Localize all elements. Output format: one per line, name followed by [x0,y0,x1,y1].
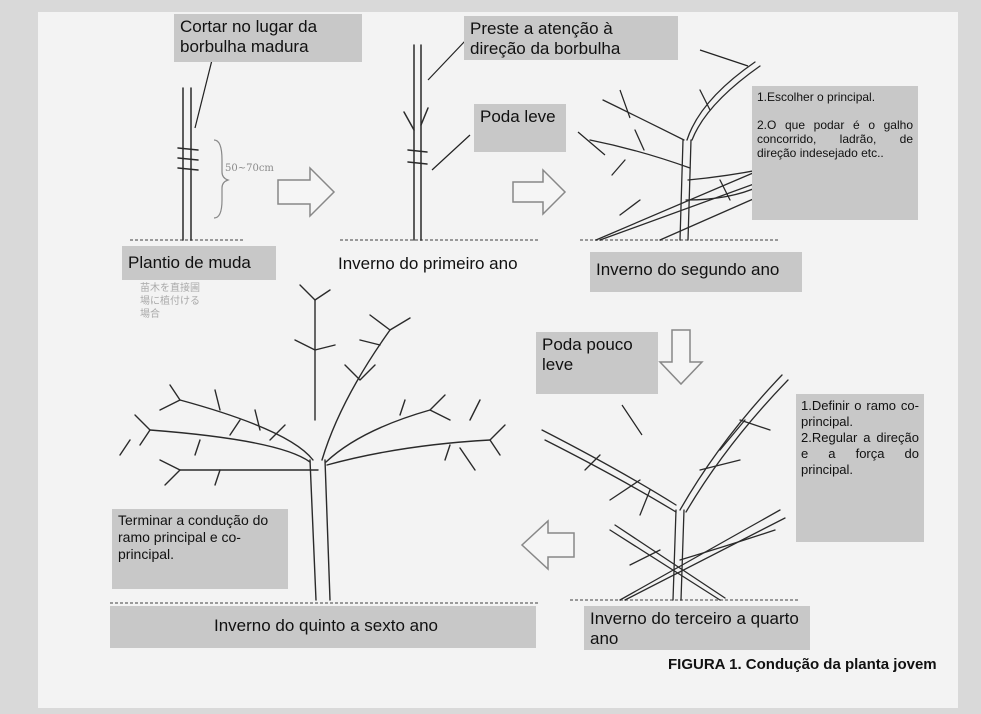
note-second-year: 1.Escolher o principal. 2.O que podar é … [752,86,918,220]
first-winter-drawing [404,45,428,240]
label-cut-at-mature-bud: Cortar no lugar da borbulha madura [174,14,362,62]
label-little-pruning: Poda pouco leve [536,332,658,394]
pointer-arrow [622,405,642,435]
second-winter-drawing [590,62,768,240]
note-line: 2.O que podar é o galho concorrido, ladr… [757,118,913,160]
label-finish-training: Terminar a condução do ramo principal e … [112,509,288,589]
pointer-arrow [578,132,605,155]
stage-label-planting: Plantio de muda [122,246,276,280]
transition-arrow-left [522,521,574,569]
pointer-arrow [620,90,630,118]
transition-arrow-right [513,170,565,214]
pointer-arrow [700,50,748,66]
stage-label-second-winter: Inverno do segundo ano [590,252,802,292]
seedling-drawing [178,88,198,240]
japanese-note: 苗木を直接圃 場に植付ける 場合 [140,282,240,321]
third-winter-drawing [542,375,788,600]
pointer-arrow [428,40,466,80]
transition-arrow-right [278,168,334,216]
pointer-arrow [432,135,470,170]
note-third-year: 1.Definir o ramo co-principal. 2.Regular… [796,394,924,542]
stage-label-first-winter: Inverno do primeiro ano [332,250,552,278]
figure-caption: FIGURA 1. Condução da planta jovem [668,655,938,675]
note-line: 2.Regular a direção e a força do princip… [801,430,919,478]
label-light-pruning: Poda leve [474,104,566,152]
pointer-arrow [195,60,212,128]
note-line: 1.Definir o ramo co-principal. [801,398,919,430]
measurement-label: 50~70cm [225,163,274,174]
size-brace [214,140,228,218]
stage-label-fifth-winter: Inverno do quinto a sexto ano [110,606,536,648]
stage-label-third-winter: Inverno do terceiro a quarto ano [584,606,810,650]
note-line: 1.Escolher o principal. [757,90,913,104]
label-bud-direction: Preste a atenção à direção da borbulha [464,16,678,60]
transition-arrow-down [660,330,702,384]
